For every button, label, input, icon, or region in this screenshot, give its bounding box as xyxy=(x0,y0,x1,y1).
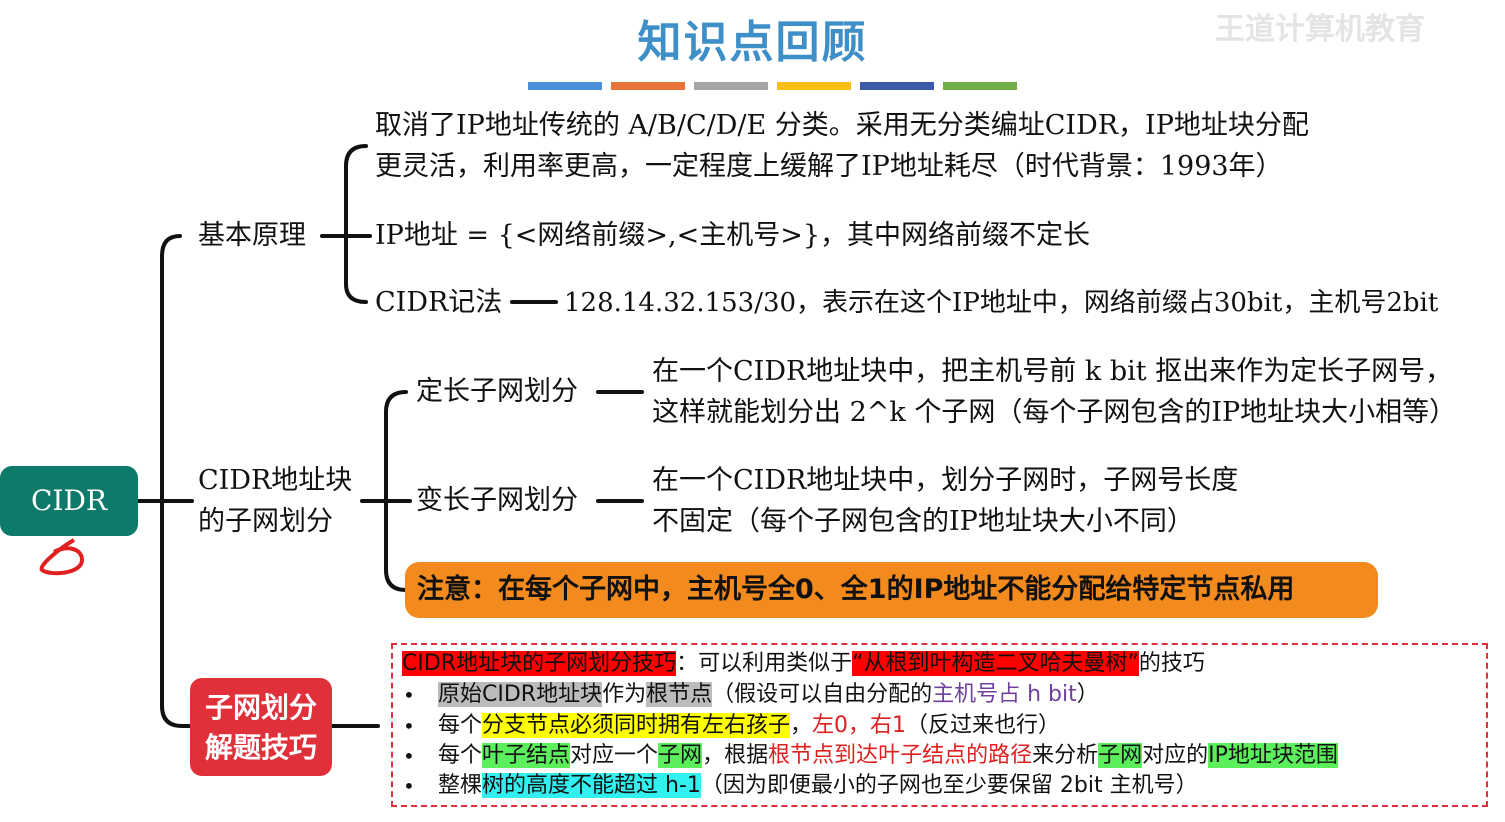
tip2-d: 左0，右1 xyxy=(812,713,907,738)
stripe-1 xyxy=(528,82,602,90)
tip3-b: 叶子结点 xyxy=(482,743,571,768)
basic-bracket xyxy=(344,144,368,304)
bullet-1: • xyxy=(403,683,415,707)
tip2-e: （反过来也行） xyxy=(906,713,1061,738)
tip3-c: 对应一个 xyxy=(570,743,659,768)
tip3-d: 子网 xyxy=(658,743,703,768)
branch-tips-node: 子网划分 解题技巧 xyxy=(190,678,332,776)
tip1-e: 主机号占 h bit xyxy=(932,682,1077,707)
tips-heading-a: CIDR地址块的子网划分技巧 xyxy=(402,651,677,676)
fixed-subnet-line1: 在一个CIDR地址块中，把主机号前 k bit 抠出来作为定长子网号， xyxy=(652,356,1453,387)
bullet-2: • xyxy=(403,714,415,738)
note-box: 注意：在每个子网中，主机号全0、全1的IP地址不能分配给特定节点私用 xyxy=(405,562,1378,618)
tip3-e: ，根据 xyxy=(702,743,769,768)
stripe-4 xyxy=(777,82,851,90)
tip1-b: 作为 xyxy=(602,682,647,707)
page-title: 知识点回顾 xyxy=(637,17,868,68)
tips-heading-c: “从根到叶构造二叉哈夫曼树” xyxy=(852,651,1139,676)
basic-item3-text: 128.14.32.153/30，表示在这个IP地址中，网络前缀占30bit，主… xyxy=(564,288,1439,318)
tip-1: 原始CIDR地址块作为根节点（假设可以自由分配的主机号占 h bit） xyxy=(438,680,1099,710)
tip3-f: 根节点到达叶子结点的路径 xyxy=(768,743,1033,768)
tip4-c: （因为即便最小的子网也至少要保留 2bit 主机号） xyxy=(700,773,1198,798)
tips-heading: CIDR地址块的子网划分技巧：可以利用类似于“从根到叶构造二叉哈夫曼树”的技巧 xyxy=(402,649,1205,679)
fixed-subnet-line2: 这样就能划分出 2^k 个子网（每个子网包含的IP地址块大小相等） xyxy=(652,397,1457,428)
basic-item3-label: CIDR记法 xyxy=(375,287,503,318)
bullet-4: • xyxy=(403,774,415,798)
basic-item1-line1: 取消了IP地址传统的 A/B/C/D/E 分类。采用无分类编址CIDR，IP地址… xyxy=(375,110,1309,141)
stripe-3 xyxy=(694,82,768,90)
stripe-6 xyxy=(943,82,1017,90)
tips-box xyxy=(391,643,1488,807)
basic-item2: IP地址 = {<网络前缀>,<主机号>}，其中网络前缀不定长 xyxy=(375,220,1091,251)
tip2-b: 分支节点必须同时拥有左右孩子 xyxy=(482,713,791,738)
tip-2: 每个分支节点必须同时拥有左右孩子，左0，右1（反过来也行） xyxy=(438,711,1060,741)
red-annotation-mark xyxy=(39,538,85,576)
tip1-d: （假设可以自由分配的 xyxy=(712,682,933,707)
tip2-c: ， xyxy=(790,713,813,738)
branch-subnet-label-2: 的子网划分 xyxy=(198,506,333,537)
trunk xyxy=(160,234,184,728)
root-node-cidr: CIDR xyxy=(0,466,138,536)
tip4-a: 整棵 xyxy=(438,773,483,798)
branch-subnet-label-1: CIDR地址块 xyxy=(198,465,353,496)
tip-4: 整棵树的高度不能超过 h-1（因为即便最小的子网也至少要保留 2bit 主机号） xyxy=(438,771,1198,801)
var-subnet-line1: 在一个CIDR地址块中，划分子网时，子网号长度 xyxy=(652,465,1239,496)
fixed-subnet-label: 定长子网划分 xyxy=(416,376,578,407)
tip1-c: 根节点 xyxy=(646,682,713,707)
tip1-f: ） xyxy=(1076,682,1099,707)
tip1-a: 原始CIDR地址块 xyxy=(438,682,603,707)
tip2-a: 每个 xyxy=(438,713,483,738)
stripe-5 xyxy=(860,82,934,90)
var-subnet-line2: 不固定（每个子网包含的IP地址块大小不同） xyxy=(652,506,1194,537)
tip3-g: 来分析 xyxy=(1032,743,1099,768)
var-subnet-label: 变长子网划分 xyxy=(416,485,578,516)
tip3-i: 对应的 xyxy=(1142,743,1209,768)
tip3-a: 每个 xyxy=(438,743,483,768)
tips-heading-d: 的技巧 xyxy=(1138,651,1205,676)
branch-tips-label-1: 子网划分 xyxy=(204,691,317,724)
bullet-3: • xyxy=(403,744,415,768)
branch-basic-label: 基本原理 xyxy=(198,220,306,251)
branch-tips-label-2: 解题技巧 xyxy=(204,731,317,764)
stripe-2 xyxy=(611,82,685,90)
tip3-h: 子网 xyxy=(1098,743,1143,768)
basic-item1-line2: 更灵活，利用率更高，一定程度上缓解了IP地址耗尽（时代背景：1993年） xyxy=(375,151,1283,182)
tip-3: 每个叶子结点对应一个子网，根据根节点到达叶子结点的路径来分析子网对应的IP地址块… xyxy=(438,741,1338,771)
watermark: 王道计算机教育 xyxy=(1215,12,1425,47)
tip3-j: IP地址块范围 xyxy=(1208,743,1338,768)
subnet-bracket xyxy=(384,390,408,592)
tip4-b: 树的高度不能超过 h-1 xyxy=(482,773,701,798)
tips-heading-b: ：可以利用类似于 xyxy=(676,651,853,676)
